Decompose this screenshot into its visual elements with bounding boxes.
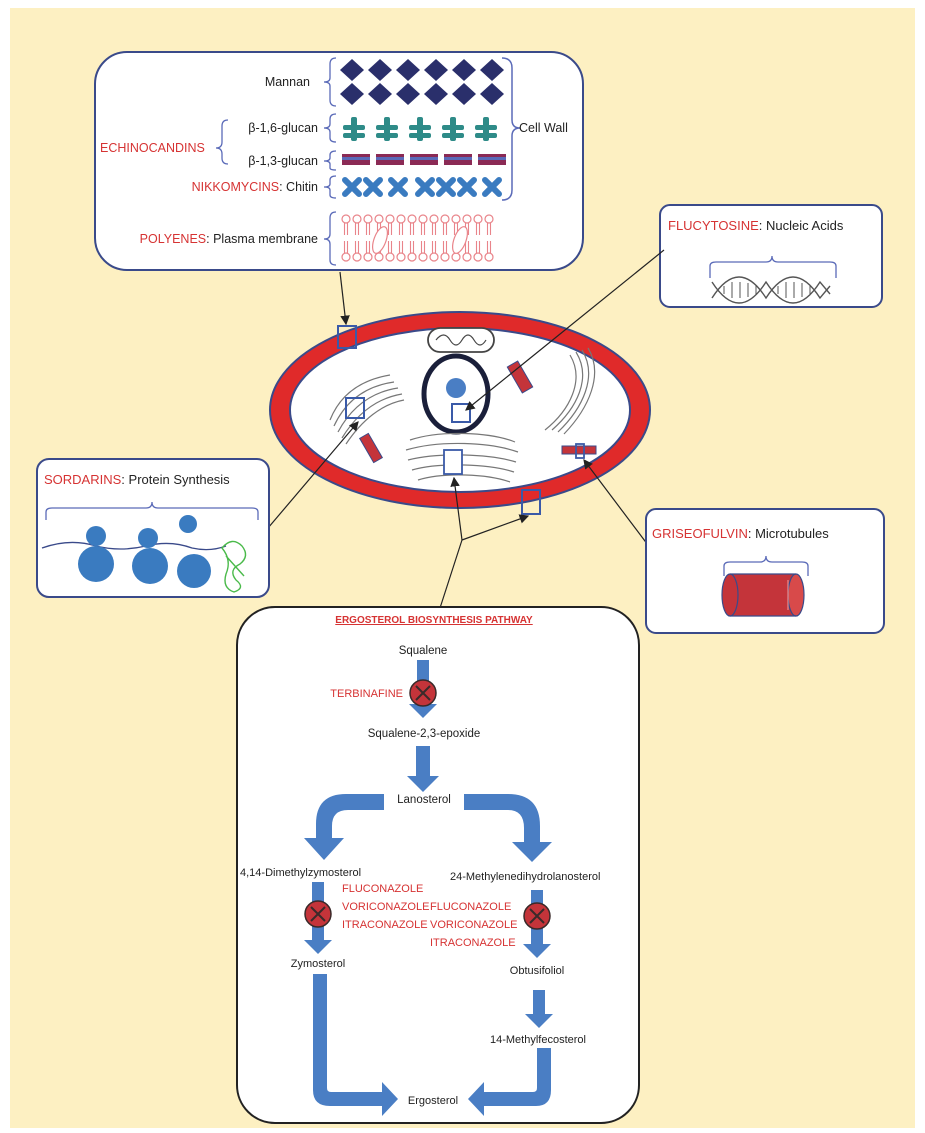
nucleus-icon [421, 353, 491, 435]
terbinafine-inhibitor-icon [409, 679, 437, 707]
polyenes-label: POLYENES: Plasma membrane [140, 232, 318, 246]
sordarins-label: SORDARINS: Protein Synthesis [44, 472, 230, 487]
lanosterol-label: Lanosterol [397, 794, 451, 806]
azoles-right-3: ITRACONAZOLE [430, 937, 516, 949]
fungal-cell [269, 311, 651, 515]
golgi-target-box [443, 449, 463, 475]
flucytosine-connector [465, 249, 665, 411]
sordarins-panel: SORDARINS: Protein Synthesis [36, 458, 270, 598]
ergosterol-connector-a [439, 539, 463, 609]
griseofulvin-panel: GRISEOFULVIN: Microtubules [645, 508, 885, 634]
sordarins-drug: SORDARINS [44, 472, 122, 487]
ergosterol-connector-c [461, 514, 530, 541]
nucleic-acids-bracket [709, 255, 837, 278]
mannan-bracket [323, 57, 337, 107]
methylfecosterol-label: 14-Methylfecosterol [490, 1034, 586, 1046]
peptide-chain-icon [221, 540, 247, 593]
microtubule-fragment [358, 432, 384, 464]
ergosterol-pathway-panel: ERGOSTEROL BIOSYNTHESIS PATHWAY [236, 606, 640, 1124]
nucleic-acids-label: : Nucleic Acids [759, 218, 844, 233]
griseofulvin-label: GRISEOFULVIN: Microtubules [652, 526, 829, 541]
echinocandins-bracket [215, 119, 229, 165]
beta13-label: β-1,3-glucan [248, 154, 318, 168]
ribosome-icons [78, 515, 211, 588]
beta16-bracket [323, 113, 337, 143]
echinocandins-label: ECHINOCANDINS [100, 141, 205, 155]
ergosterol-connector-b [450, 476, 463, 541]
azole-inhibitor-left-icon [304, 900, 332, 928]
ergosterol-label: Ergosterol [408, 1095, 458, 1107]
zymosterol-label: Zymosterol [291, 958, 345, 970]
flucytosine-drug: FLUCYTOSINE [668, 218, 759, 233]
epoxide-label: Squalene-2,3-epoxide [368, 728, 481, 740]
obtusifoliol-label: Obtusifoliol [510, 965, 564, 977]
plasma-membrane-bilayer [341, 214, 494, 262]
microtubules-label: : Microtubules [748, 526, 829, 541]
beta16-label: β-1,6-glucan [248, 121, 318, 135]
golgi-right-icon [544, 347, 596, 435]
plasma-membrane-label: : Plasma membrane [206, 232, 318, 246]
protein-synthesis-label: : Protein Synthesis [121, 472, 230, 487]
azoles-right-2: VORICONAZOLE [430, 919, 517, 931]
dimethylzymosterol-label: 4,14-Dimethylzymosterol [240, 867, 361, 879]
nikkomycins-label: NIKKOMYCINS: Chitin [192, 180, 318, 194]
chitin-bracket [323, 175, 337, 199]
chitin-label: : Chitin [279, 180, 318, 194]
flucytosine-panel: FLUCYTOSINE: Nucleic Acids [659, 204, 883, 308]
azoles-left-2: VORICONAZOLE [342, 901, 429, 913]
terbinafine-label: TERBINAFINE [330, 688, 403, 700]
dna-helix-icon [711, 276, 831, 304]
nikkomycins-drug: NIKKOMYCINS [192, 180, 280, 194]
microtubule-cylinder-icon [721, 573, 805, 617]
sordarins-connector [267, 421, 359, 529]
cell-wall-connector [339, 271, 350, 326]
mannan-label: Mannan [265, 75, 310, 89]
pathway-title: ERGOSTEROL BIOSYNTHESIS PATHWAY [335, 615, 533, 626]
wall-target-box [337, 325, 357, 349]
nucleus-target-box [451, 403, 471, 423]
azole-inhibitor-right-icon [523, 902, 551, 930]
microtubule-target [561, 443, 597, 459]
cell-wall-bracket [501, 57, 521, 201]
beta13-glucan-bars [342, 154, 506, 165]
protein-synthesis-bracket [45, 501, 259, 520]
griseofulvin-drug: GRISEOFULVIN [652, 526, 748, 541]
cell-wall-label: Cell Wall [519, 121, 568, 135]
ribosome-target-box [345, 397, 365, 419]
microtubules-bracket [723, 555, 809, 576]
polyenes-drug: POLYENES [140, 232, 206, 246]
golgi-bottom-icon [405, 432, 519, 483]
membrane-bracket [323, 211, 337, 266]
microtubule-fragment [506, 360, 534, 394]
membrane-target-box [521, 489, 541, 515]
beta13-bracket [323, 150, 337, 171]
flucytosine-label: FLUCYTOSINE: Nucleic Acids [668, 218, 844, 233]
azoles-left-3: ITRACONAZOLE [342, 919, 428, 931]
cell-wall-panel: Mannan β-1,6-glucan β-1,3-glucan Cell Wa… [94, 51, 584, 271]
methylenedihydrolanosterol-label: 24-Methylenedihydrolanosterol [450, 871, 600, 883]
mitochondrion-icon [427, 327, 495, 353]
azoles-right-1: FLUCONAZOLE [430, 901, 511, 913]
squalene-label: Squalene [399, 645, 448, 657]
azoles-left-1: FLUCONAZOLE [342, 883, 423, 895]
